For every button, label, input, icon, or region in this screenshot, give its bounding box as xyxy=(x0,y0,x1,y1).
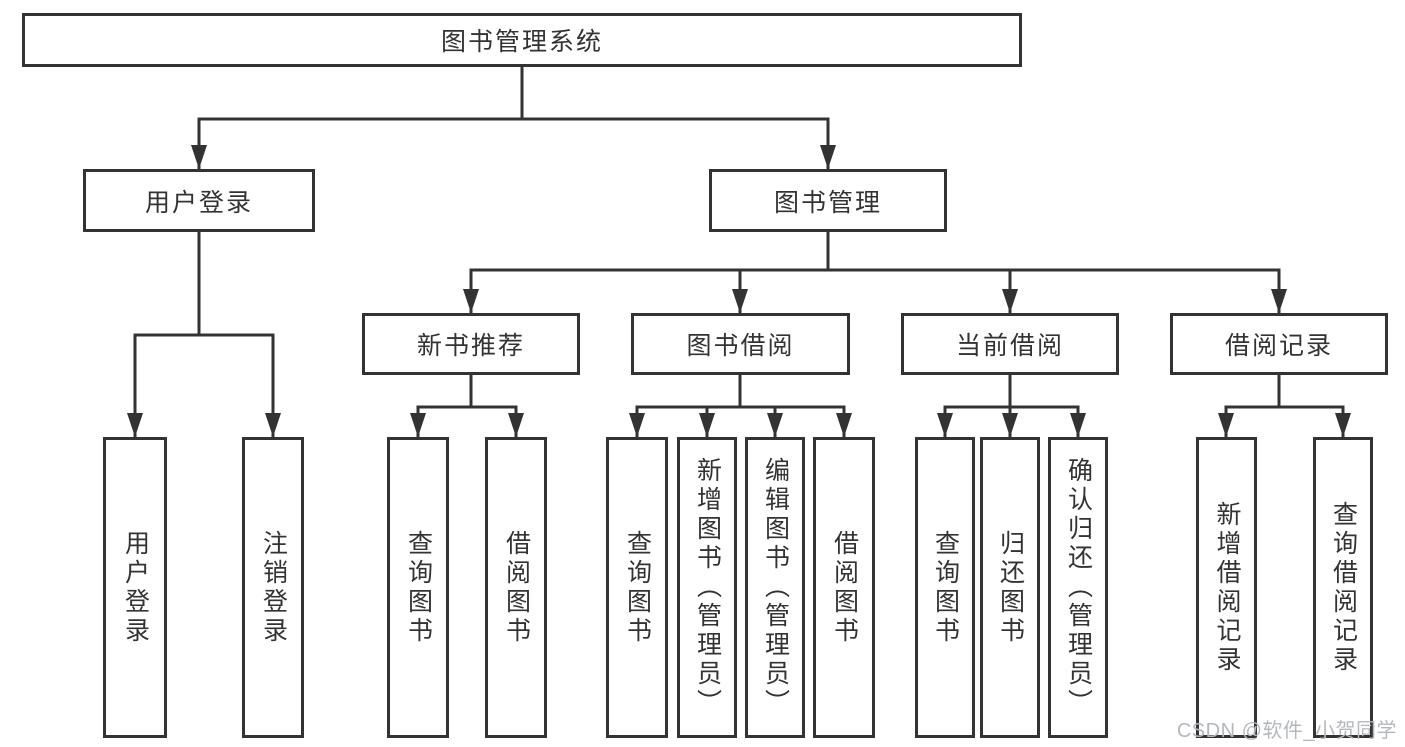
leaf-bb-query-books: 查询图书 xyxy=(606,437,668,738)
node-borrow-records: 借阅记录 xyxy=(1170,313,1388,375)
leaf-nbr-query-books: 查询图书 xyxy=(387,437,449,738)
leaf-bb-add-books-admin: 新增图书（管理员） xyxy=(677,437,737,738)
leaf-user-login: 用户登录 xyxy=(103,437,167,738)
leaf-cb-query-books: 查询图书 xyxy=(915,437,975,738)
leaf-cb-return-books: 归还图书 xyxy=(980,437,1040,738)
node-book-management: 图书管理 xyxy=(709,169,947,232)
leaf-nbr-borrow-books: 借阅图书 xyxy=(485,437,547,738)
leaf-br-query-record: 查询借阅记录 xyxy=(1313,437,1373,738)
leaf-bb-borrow-books: 借阅图书 xyxy=(813,437,875,738)
node-user-login: 用户登录 xyxy=(83,169,315,232)
node-root: 图书管理系统 xyxy=(22,13,1022,67)
node-new-book-recommend: 新书推荐 xyxy=(362,313,580,375)
leaf-logout-login: 注销登录 xyxy=(242,437,304,738)
watermark: CSDN @软件_小贺同学 xyxy=(1176,720,1397,742)
node-book-borrow: 图书借阅 xyxy=(631,313,850,375)
leaf-bb-edit-books-admin: 编辑图书（管理员） xyxy=(745,437,805,738)
leaf-cb-confirm-return-admin: 确认归还（管理员） xyxy=(1048,437,1108,738)
leaf-br-add-record: 新增借阅记录 xyxy=(1196,437,1257,738)
node-current-borrow: 当前借阅 xyxy=(901,313,1119,375)
